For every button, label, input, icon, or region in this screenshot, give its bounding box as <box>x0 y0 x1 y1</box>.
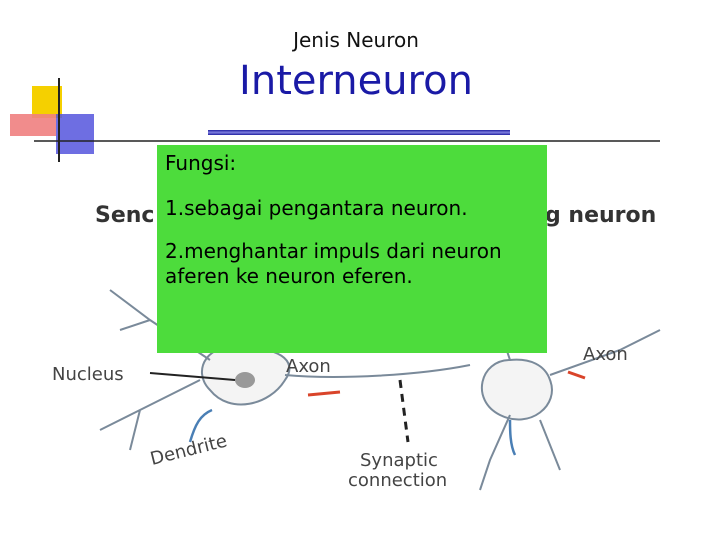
label-synaptic-line1: Synaptic <box>360 450 438 471</box>
slide-title: Interneuron <box>0 58 712 104</box>
label-axon-right: Axon <box>583 344 628 365</box>
diagram-right-header: g neuron <box>545 203 656 228</box>
title-underline <box>208 130 510 135</box>
synaptic-dashed-line <box>400 380 408 442</box>
label-axon-left: Axon <box>286 356 331 377</box>
slide-subtitle: Jenis Neuron <box>0 28 712 52</box>
info-box: Fungsi: 1.sebagai pengantara neuron. 2.m… <box>157 145 547 353</box>
right-dendrite-arrow <box>510 420 515 455</box>
info-box-item: 2.menghantar impuls dari neuron aferen k… <box>165 239 541 289</box>
deco-red-square <box>10 114 56 136</box>
label-nucleus: Nucleus <box>52 364 124 385</box>
label-dendrite: Dendrite <box>148 431 229 470</box>
info-box-item: 1.sebagai pengantara neuron. <box>165 196 541 221</box>
right-neuron <box>480 330 660 490</box>
nucleus-dot <box>235 372 255 388</box>
label-synaptic-line2: connection <box>348 470 447 491</box>
info-box-heading: Fungsi: <box>165 151 541 176</box>
deco-blue-square <box>56 114 94 154</box>
axon-right-arrow <box>568 372 585 378</box>
diagram-left-header: Senc <box>95 203 154 228</box>
axon-left-arrow <box>308 392 340 395</box>
